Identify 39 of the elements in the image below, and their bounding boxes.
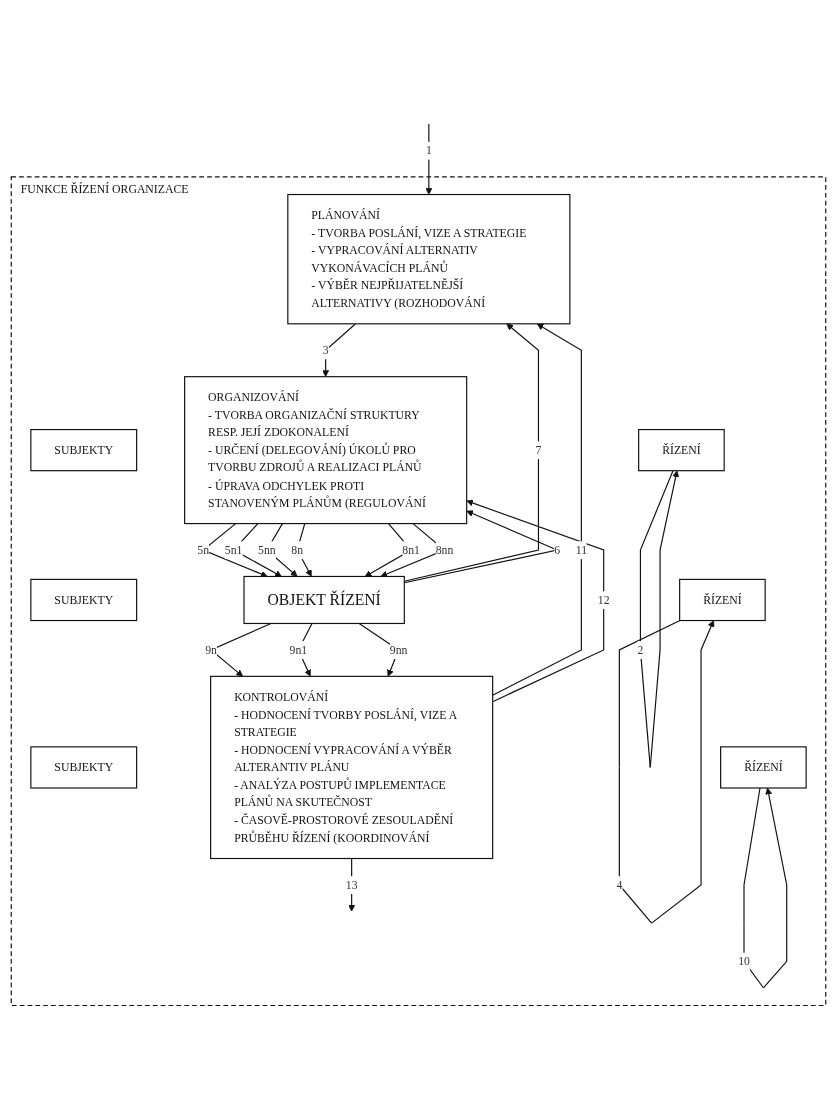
- edge-label: 9nn: [389, 643, 408, 656]
- node-box: PLÁNOVÁNÍ - TVORBA POSLÁNÍ, VIZE A STRATEGIE - VYPRACOVÁNÍ ALTERNATIV VYKONÁVACÍCH PLÁNŮ - VÝBĚR NEJPŘIJATELNĚJŠÍ ALTERNATIVY (ROZHODOVÁNÍ: [287, 193, 571, 325]
- arrow: [403, 323, 540, 582]
- edge-label: 4: [616, 878, 623, 892]
- node-box: ŘÍZENÍ: [720, 746, 807, 789]
- node-box: SUBJEKTY: [30, 578, 138, 622]
- edge-label: 8n: [291, 543, 304, 557]
- edge-label: 7: [535, 443, 542, 457]
- edge-label: 1: [425, 144, 432, 157]
- arrow: [348, 857, 356, 912]
- edge-label: 8nn: [435, 543, 454, 557]
- node-box: KONTROLOVÁNÍ - HODNOCENÍ TVORBY POSLÁNÍ, VIZE A STRATEGIE - HODNOCENÍ VYPRACOVÁNÍ A VÝBĚR ALTERANTIV PLÁNU - ANALÝZA POSTUPŮ IMPLEMENTACE PLÁNŮ NA SKUTEČNOST - ČASOVĚ-PROSTOROVÉ ZESOULADĚNÍ PRŮBĚHU ŘÍZENÍ (KOORDINOVÁNÍ: [210, 675, 494, 860]
- edge-label: 5nn: [258, 543, 276, 557]
- node-box: ŘÍZENÍ: [679, 578, 766, 622]
- arrow: [466, 499, 605, 703]
- edge-label: 11: [575, 543, 588, 557]
- arrow: [639, 470, 680, 768]
- edge-label: 9n1: [289, 643, 308, 656]
- arrow: [403, 510, 559, 584]
- edge-label: 3: [322, 343, 329, 357]
- edge-label: 5n1: [224, 543, 243, 557]
- arrow: [322, 323, 357, 377]
- node-box: ORGANIZOVÁNÍ - TVORBA ORGANIZAČNÍ STRUKTURY RESP. JEJÍ ZDOKONALENÍ - URČENÍ (DELEGOVÁNÍ) ÚKOLŮ PRO TVORBU ZDROJŮ A REALIZACI PLÁNŮ - ÚPRAVA ODCHYLEK PROTI STANOVENÝM PLÁNŮM (REGULOVÁNÍ: [184, 376, 468, 525]
- edge-label: 6: [554, 543, 561, 557]
- edge-label: 9n: [205, 643, 217, 656]
- edge-label: 5n: [197, 543, 210, 557]
- node-box: OBJEKT ŘÍZENÍ: [243, 575, 405, 625]
- node-box: SUBJEKTY: [30, 746, 138, 789]
- edge-label: 12: [597, 593, 610, 607]
- arrow: [618, 619, 715, 924]
- edge-label: 2: [637, 643, 644, 656]
- node-box: SUBJEKTY: [30, 429, 138, 472]
- arrow: [492, 323, 582, 696]
- arrow: [425, 123, 433, 195]
- edge-label: 10: [738, 954, 750, 968]
- arrow: [296, 523, 312, 577]
- node-box: ŘÍZENÍ: [638, 429, 725, 472]
- edge-label: 8n1: [402, 543, 420, 557]
- edge-label: 13: [345, 878, 358, 892]
